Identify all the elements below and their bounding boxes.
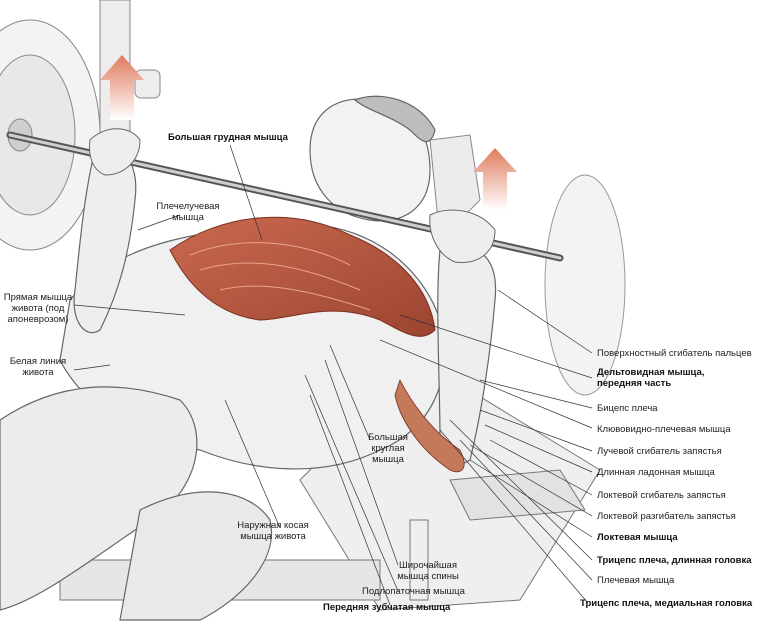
label-external-oblique: Наружная косая мышца живота <box>237 520 309 542</box>
leader-lines <box>73 144 593 606</box>
label-pectoralis-major: Большая грудная мышца <box>168 132 288 143</box>
label-deltoid-anterior: Дельтовидная мышца, передняя часть <box>597 367 705 389</box>
label-brachioradialis: Плечелучевая мышца <box>156 201 220 223</box>
left-weight-plate <box>0 19 101 251</box>
label-linea-alba: Белая линия живота <box>9 356 67 378</box>
label-latissimus-dorsi: Широчайшая мышца спины <box>397 560 459 582</box>
label-subscapularis: Подлопаточная мышца <box>362 586 465 597</box>
label-extensor-carpi-ulnaris: Локтевой разгибатель запястья <box>597 511 736 522</box>
label-teres-major: Большая круглая мышца <box>368 432 408 465</box>
label-palmaris-longus: Длинная ладонная мышца <box>597 467 715 478</box>
label-biceps: Бицепс плеча <box>597 403 658 414</box>
label-flexor-carpi-radialis: Лучевой сгибатель запястья <box>597 446 722 457</box>
label-flexor-carpi-ulnaris: Локтевой сгибатель запястья <box>597 490 726 501</box>
label-rectus-abdominis: Прямая мышца живота (под апоневрозом) <box>3 292 73 325</box>
upward-arrows <box>100 55 517 210</box>
label-flexor-digitorum-superficialis: Поверхностный сгибатель пальцев <box>597 348 752 359</box>
label-serratus-anterior: Передняя зубчатая мышца <box>323 602 451 613</box>
label-triceps-medial-head: Трицепс плеча, медиальная головка <box>580 598 753 609</box>
label-anconeus: Локтевая мышца <box>597 532 678 543</box>
pectoralis-major-highlight <box>169 216 465 473</box>
label-coracobrachialis: Клювовидно-плечевая мышца <box>597 424 731 435</box>
hands <box>89 128 496 264</box>
label-brachialis: Плечевая мышца <box>597 575 675 586</box>
right-weight-plate <box>544 174 626 396</box>
label-triceps-long-head: Трицепс плеча, длинная головка <box>597 555 752 566</box>
